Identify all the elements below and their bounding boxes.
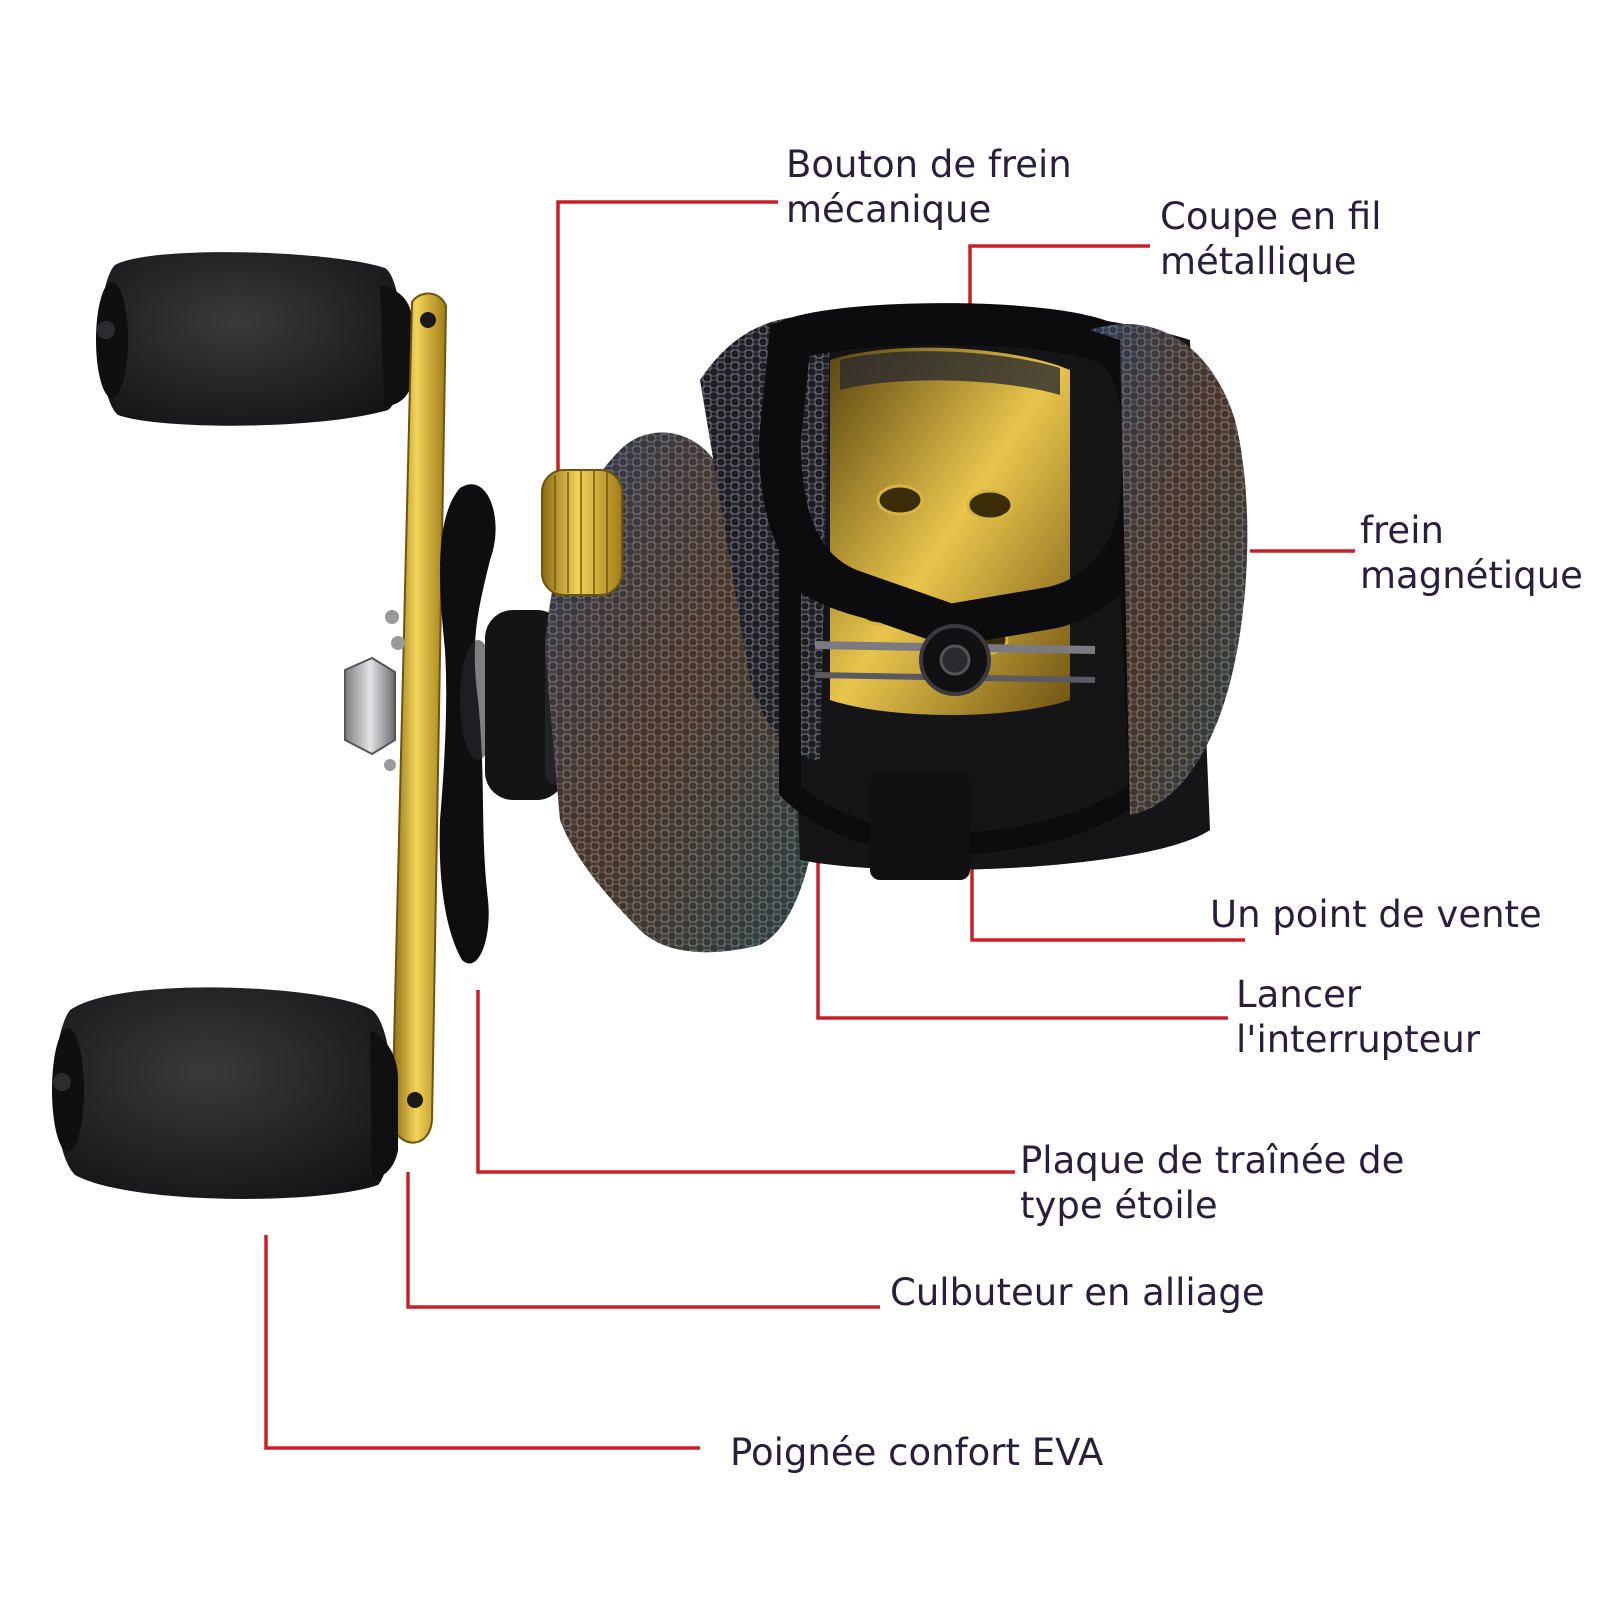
label-magnetic-brake: frein magnétique [1360, 509, 1583, 597]
leader-alloy-rocker [406, 1172, 880, 1309]
leader-eva-handle [264, 1235, 700, 1450]
label-wire-cutter: Coupe en fil métallique [1160, 195, 1382, 283]
handle-nut [344, 656, 396, 756]
label-eva-handle: Poignée confort EVA [730, 1431, 1104, 1474]
label-line-outlet: Un point de vente [1210, 893, 1542, 936]
magnetic-brake-side-plate [1090, 324, 1248, 815]
alloy-rocker-arm [384, 292, 448, 1144]
lower-handle-knob [52, 987, 398, 1199]
label-casting-switch: Lancer l'interrupteur [1236, 973, 1481, 1061]
label-mechanical-brake-knob: Bouton de frein mécanique [786, 143, 1072, 231]
mechanical-brake-knob [541, 469, 623, 596]
leader-mechanical-brake-knob [556, 200, 778, 505]
leader-star-drag [476, 990, 1015, 1174]
label-star-drag: Plaque de traînée de type étoile [1020, 1139, 1405, 1227]
label-alloy-rocker: Culbuteur en alliage [890, 1271, 1265, 1314]
upper-handle-knob [96, 252, 412, 426]
spool [780, 308, 1210, 870]
